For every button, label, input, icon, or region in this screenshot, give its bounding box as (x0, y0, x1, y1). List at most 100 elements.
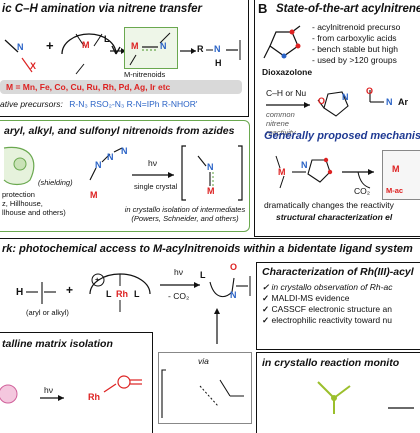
catalyst-l: L (104, 34, 110, 44)
panel-a-frame (0, 0, 249, 117)
via-arrow (214, 308, 220, 344)
dioxazolone-label: Dioxazolone (262, 67, 313, 77)
bracket-n: N (207, 162, 214, 172)
product-l: L (200, 270, 206, 280)
product-r: R (197, 44, 204, 54)
panel-c-divider (0, 238, 420, 239)
panel-b-title: State-of-the-art acylnitrene p (276, 3, 420, 15)
panel-c-product (209, 276, 251, 298)
monitor-scheme (317, 381, 414, 414)
panel-b-bullets: - acylnitrenoid precurso - from carboxyl… (312, 22, 400, 66)
panel-a-title: ic C–H amination via nitrene transfer (2, 3, 203, 15)
m-ac-box (382, 150, 420, 200)
mechanism-title: Generally proposed mechanism (264, 130, 420, 142)
nitrenoid-m: M (131, 41, 139, 51)
characterization-title: Characterization of Rh(III)-acyl (262, 266, 414, 278)
matrix-scheme (0, 375, 142, 404)
amide-product (369, 90, 384, 103)
amide-o: O (366, 86, 374, 96)
rh-l-right: L (134, 289, 140, 299)
metal-list-text: M = Mn, Fe, Co, Cu, Ru, Rh, Pd, Ag, Ir e… (6, 82, 171, 92)
dioxazolone-structure (263, 25, 301, 59)
m-ac-label: M-ac (386, 186, 404, 195)
hv-label: hν (148, 158, 157, 168)
nitrenoid-n: N (160, 41, 167, 51)
single-crystal-label: single crystal (134, 182, 178, 191)
lactam-n: N (342, 92, 349, 102)
panel-c-substrate (26, 282, 56, 304)
precursor-x: X (30, 61, 37, 71)
bracket-nitrenoid (181, 145, 243, 201)
azide-n3: N (121, 146, 128, 156)
precursors-row: ative precursors: R-N₃ RSO₂-N₃ R-N=IPh R… (0, 99, 197, 109)
dramatic-line2: structural characterization el (276, 212, 393, 222)
product-o: O (230, 262, 238, 272)
via-structure (161, 369, 244, 418)
panel-c-h: H (16, 287, 24, 298)
panel-b-frame (254, 0, 420, 237)
bullet-item: - from carboxylic acids (312, 33, 397, 43)
panel-b-letter: B (258, 1, 268, 16)
m-nitrenoids-label: M-nitrenoids (124, 70, 166, 79)
lactam-o: O (318, 96, 326, 106)
check-item: ✓ in crystallo observation of Rh-ac (262, 282, 393, 292)
precursor-n: N (17, 42, 24, 52)
lactam-product (317, 91, 349, 117)
arrow-to-nitrenoid (110, 48, 126, 54)
dramatic-line1: dramatically changes the reactivity (264, 200, 394, 210)
bullet-item: - acylnitrenoid precurso (312, 22, 401, 32)
precursors-list: R-N₃ RSO₂-N₃ R-N=IPh R-NHOR' (69, 99, 198, 109)
bullet-item: - used by >120 groups (312, 55, 397, 65)
reactivity-arrow (266, 102, 310, 108)
rh-catalyst-cycle (89, 273, 151, 312)
check-item: ✓ MALDI-MS evidence (262, 293, 350, 303)
product-structure (206, 40, 241, 60)
minus-co2-label: - CO₂ (168, 291, 190, 301)
m-ac-m: M (392, 164, 400, 174)
crystallo-text: in crystallo isolation of intermediates … (124, 205, 246, 223)
panel-c-hv: hν (174, 267, 183, 277)
aryl-alkyl-label: (aryl or alkyl) (26, 308, 69, 317)
azide-n1: N (95, 160, 102, 170)
shielding-ligand (3, 146, 35, 186)
azide-n2: N (107, 152, 114, 162)
panel-c-hv-arrow (160, 282, 200, 288)
protection-text: protection z, Hillhouse, llhouse and oth… (2, 190, 66, 217)
rh-plus-sign: + (95, 275, 100, 284)
mech-m: M (278, 167, 286, 177)
panel-a-precursor (4, 39, 33, 73)
via-label: via (198, 356, 209, 366)
matrix-hv: hν (44, 385, 53, 395)
product-n: N (214, 44, 221, 54)
matrix-box (0, 332, 153, 433)
check-item: ✓ CASSCF electronic structure an (262, 304, 392, 314)
checks-list: ✓ in crystallo observation of Rh-ac ✓ MA… (262, 282, 392, 326)
monitor-title: in crystallo reaction monito (262, 357, 400, 369)
mech-n: N (301, 160, 308, 170)
bullet-item: - bench stable but high (312, 44, 399, 54)
bracket-m: M (207, 186, 215, 196)
product-nh: N (230, 290, 237, 300)
co2-label: CO₂ (354, 186, 371, 196)
plus-sign: + (46, 38, 54, 53)
precursors-label: ative precursors: (0, 99, 63, 109)
product-h: H (215, 58, 222, 68)
common-reactivity: common nitrene reactivity (266, 110, 296, 137)
characterization-box (256, 262, 420, 350)
matrix-title: talline matrix isolation (2, 338, 113, 350)
check-item: ✓ electrophilic reactivity toward nu (262, 315, 392, 325)
azide-structure (89, 147, 123, 181)
panel-c-plus: + (66, 283, 74, 297)
m-nitrenoid-structure (129, 32, 171, 66)
ch-or-nu: C–H or Nu (266, 88, 307, 98)
panel-a2-title: aryl, alkyl, and sulfonyl nitrenoids fro… (4, 125, 235, 137)
shielding-label: (shielding) (38, 178, 73, 187)
arrow-to-product (180, 48, 196, 54)
amide-ar: Ar (398, 97, 409, 107)
rh-l-left: L (106, 289, 112, 299)
metal-list: M = Mn, Fe, Co, Cu, Ru, Rh, Pd, Ag, Ir e… (0, 80, 242, 94)
panel-c-title: rk: photochemical access to M-acylnitren… (2, 243, 413, 255)
amide-n: N (386, 97, 393, 107)
monitor-box (256, 352, 420, 433)
catalyst-m: M (82, 40, 90, 50)
